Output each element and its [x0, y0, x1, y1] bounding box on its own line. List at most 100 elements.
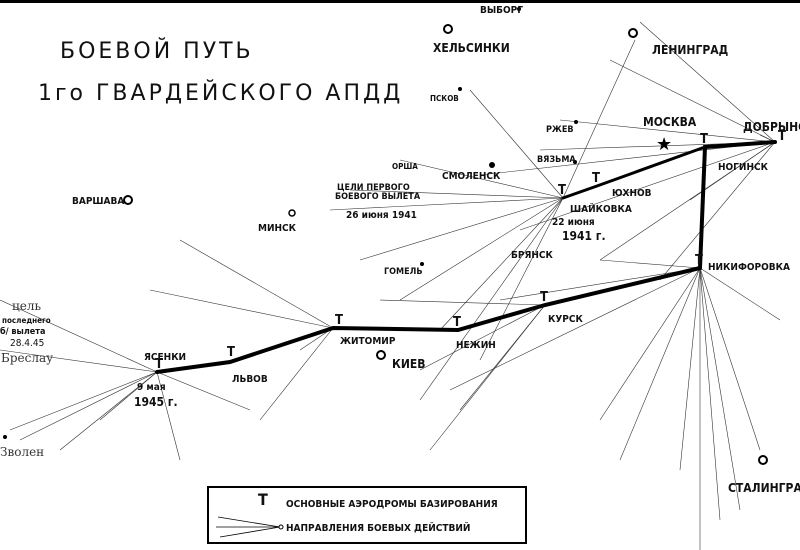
direction-line: [19, 371, 158, 441]
dot-icon: [489, 162, 495, 168]
last-target-2: последнего: [2, 316, 51, 325]
label-moskva: МОСКВА: [643, 115, 697, 129]
direction-line: [329, 197, 564, 211]
direction-line: [99, 371, 158, 421]
yasenki-date-1: 9 мая: [137, 382, 166, 393]
label-kiev: КИЕВ: [392, 357, 425, 371]
airfield-T-icon: T: [700, 132, 708, 147]
legend-bases: ОСНОВНЫЕ АЭРОДРОМЫ БАЗИРОВАНИЯ: [286, 499, 498, 510]
airfield-T-icon: T: [453, 315, 461, 330]
direction-line: [349, 189, 564, 199]
circle-dot-icon: [443, 24, 453, 34]
yasenki-date-2: 1945 г.: [134, 395, 178, 409]
title-line-1: БОЕВОЙ ПУТЬ: [60, 38, 254, 64]
airfield-T-icon: T: [335, 313, 343, 328]
label-zhitomir: ЖИТОМИР: [340, 336, 396, 347]
direction-line: [156, 371, 181, 461]
label-stalingrad: СТАЛИНГРАД: [728, 481, 800, 495]
legend: T ОСНОВНЫЕ АЭРОДРОМЫ БАЗИРОВАНИЯ НАПРАВЛ…: [207, 486, 527, 544]
last-target-1: цель: [12, 299, 41, 313]
airfield-T-icon: T: [695, 253, 703, 268]
label-orsha: ОРША: [392, 162, 418, 171]
direction-arrows-icon: [216, 516, 281, 538]
circle-dot-icon: [123, 195, 133, 205]
dot-icon: [3, 435, 7, 439]
direction-line: [179, 239, 334, 329]
label-rzhev: РЖЕВ: [546, 125, 574, 135]
dot-icon: [420, 262, 424, 266]
direction-line: [0, 299, 158, 373]
circle-dot-icon: [376, 350, 386, 360]
legend-box: [207, 486, 527, 544]
airfield-T-icon: T: [778, 129, 786, 144]
title-line-2: 1го ГВАРДЕЙСКОГО АПДД: [38, 80, 403, 106]
direction-line: [59, 371, 158, 451]
label-shaikovka: ШАЙКОВКА: [570, 202, 632, 215]
direction-line: [259, 327, 334, 421]
direction-line: [156, 371, 251, 411]
last-target-4: 28.4.45: [10, 338, 44, 349]
city-labels: ВЫБОРГ ХЕЛЬСИНКИ ЛЕНИНГРАД ПСКОВ РЖЕВ МО…: [0, 5, 800, 495]
direction-line: [609, 59, 776, 143]
direction-line: [619, 267, 701, 461]
label-helsinki: ХЕЛЬСИНКИ: [433, 41, 510, 55]
dot-icon: [278, 524, 284, 530]
label-dobrynskoe: ДОБРЫНСКОЕ: [743, 120, 800, 134]
label-minsk: МИНСК: [258, 223, 297, 234]
legend-directions: НАПРАВЛЕНИЯ БОЕВЫХ ДЕЙСТВИЙ: [286, 521, 470, 534]
airfield-T-icon: T: [227, 345, 235, 360]
direction-line: [699, 267, 781, 321]
circle-dot-icon: [628, 28, 638, 38]
label-pskov: ПСКОВ: [430, 94, 459, 103]
label-yukhnov: ЮХНОВ: [612, 188, 652, 199]
label-lvov: ЛЬВОВ: [232, 374, 268, 385]
first-targets-2: БОЕВОГО ВЫЛЕТА: [335, 192, 421, 202]
direction-line: [562, 39, 636, 199]
direction-line: [519, 141, 776, 231]
label-gomel: ГОМЕЛЬ: [384, 267, 423, 277]
label-vyborg: ВЫБОРГ: [480, 5, 523, 16]
direction-line: [419, 304, 546, 371]
direction-line: [639, 21, 776, 143]
direction-line: [449, 267, 701, 391]
direction-line: [679, 267, 701, 471]
direction-line: [399, 197, 564, 301]
last-target-3: б/ вылета: [0, 326, 45, 337]
direction-line: [599, 259, 701, 269]
first-targets-date: 26 июня 1941: [346, 210, 417, 221]
shaikovka-date-1: 22 июня: [552, 217, 595, 228]
label-kursk: КУРСК: [548, 314, 583, 325]
airfield-T-icon: T: [558, 183, 566, 198]
label-nikiforovka: НИКИФОРОВКА: [708, 262, 790, 273]
airfield-markers: T T T T T T T T T T: [155, 129, 786, 372]
direction-line: [699, 267, 721, 521]
circle-dot-icon: [758, 455, 768, 465]
direction-line: [429, 304, 546, 451]
direction-line: [599, 267, 701, 421]
star-icon: ★: [656, 134, 672, 155]
direction-line: [379, 299, 546, 306]
shaikovka-date-2: 1941 г.: [562, 229, 606, 243]
label-nezhin: НЕЖИН: [456, 340, 496, 351]
route-branch-yukhnov: [561, 145, 707, 200]
airfield-T-icon: T: [155, 357, 163, 372]
label-leningrad: ЛЕНИНГРАД: [652, 43, 728, 57]
direction-line: [149, 289, 334, 329]
airfield-T-icon: T: [592, 171, 600, 186]
direction-line: [359, 197, 564, 261]
airfield-T-icon: T: [540, 290, 548, 305]
label-yasenki: ЯСЕНКИ: [144, 352, 186, 363]
direction-line: [499, 267, 701, 301]
label-varshava: ВАРШАВА: [72, 196, 124, 207]
label-bryansk: БРЯНСК: [511, 250, 554, 261]
direction-line: [469, 89, 564, 199]
dot-icon: [517, 7, 521, 11]
dot-icon: [458, 87, 462, 91]
direction-line: [559, 119, 776, 143]
label-smolensk: СМОЛЕНСК: [442, 171, 501, 182]
direction-line: [9, 371, 158, 431]
label-noginsk: НОГИНСК: [718, 162, 769, 173]
base-route: [155, 140, 777, 374]
direction-line: [659, 141, 776, 281]
